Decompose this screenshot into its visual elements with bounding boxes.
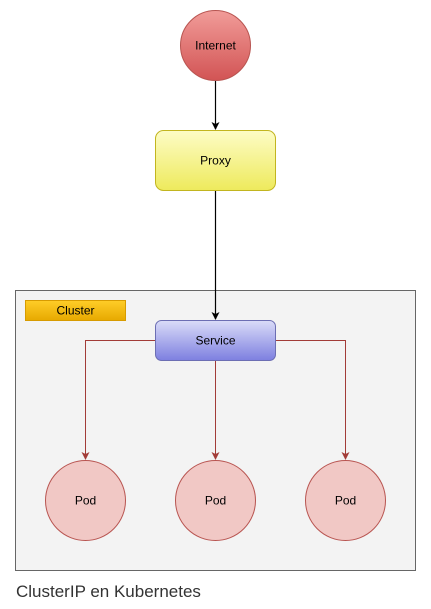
internet-node: Internet xyxy=(180,10,251,81)
pod-node-right: Pod xyxy=(305,460,386,541)
proxy-label: Proxy xyxy=(200,154,231,168)
pod-node-middle: Pod xyxy=(175,460,256,541)
pod-node-left: Pod xyxy=(45,460,126,541)
pod-label: Pod xyxy=(75,494,96,508)
proxy-box xyxy=(155,130,276,191)
pod-circle xyxy=(45,460,126,541)
service-node: Service xyxy=(155,320,276,361)
internet-circle xyxy=(180,10,251,81)
proxy-node: Proxy xyxy=(155,130,276,191)
cluster-label-box xyxy=(25,300,126,321)
cluster-label-text: Cluster xyxy=(56,304,94,318)
pod-circle xyxy=(175,460,256,541)
pod-label: Pod xyxy=(335,494,356,508)
service-label: Service xyxy=(195,334,235,348)
pod-label: Pod xyxy=(205,494,226,508)
internet-label: Internet xyxy=(195,39,236,53)
service-box xyxy=(155,320,276,361)
cluster-label: Cluster xyxy=(25,300,126,321)
pod-circle xyxy=(305,460,386,541)
edge-service-to-pod-left xyxy=(81,340,156,460)
edge-service-to-pod-right xyxy=(275,340,350,460)
diagram-caption: ClusterIP en Kubernetes xyxy=(16,582,201,601)
